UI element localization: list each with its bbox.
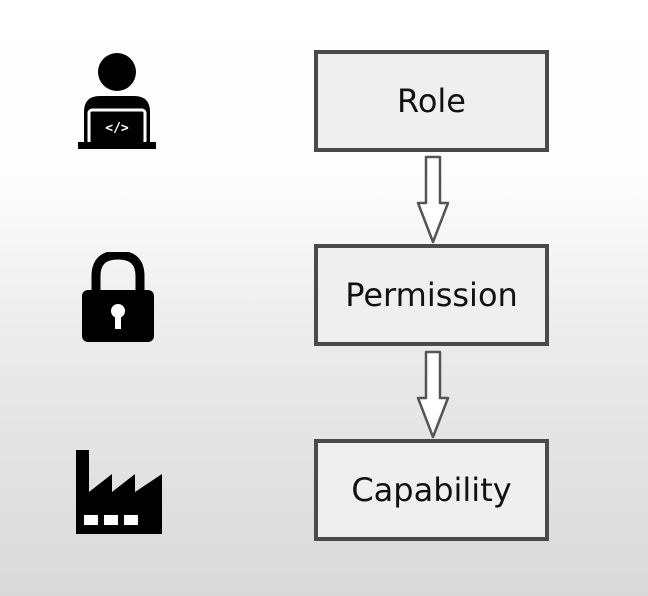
capability-box: Capability	[314, 439, 549, 541]
code-glyph: </>	[105, 121, 129, 136]
factory-icon	[76, 450, 162, 534]
role-label: Role	[397, 82, 466, 120]
developer-laptop-icon: </>	[78, 53, 156, 149]
permission-box: Permission	[314, 244, 549, 346]
arrow-permission-to-capability	[416, 350, 450, 439]
arrow-role-to-permission	[416, 155, 450, 244]
padlock-icon	[82, 252, 154, 342]
capability-label: Capability	[351, 471, 512, 509]
permission-label: Permission	[345, 276, 518, 314]
role-box: Role	[314, 50, 549, 152]
